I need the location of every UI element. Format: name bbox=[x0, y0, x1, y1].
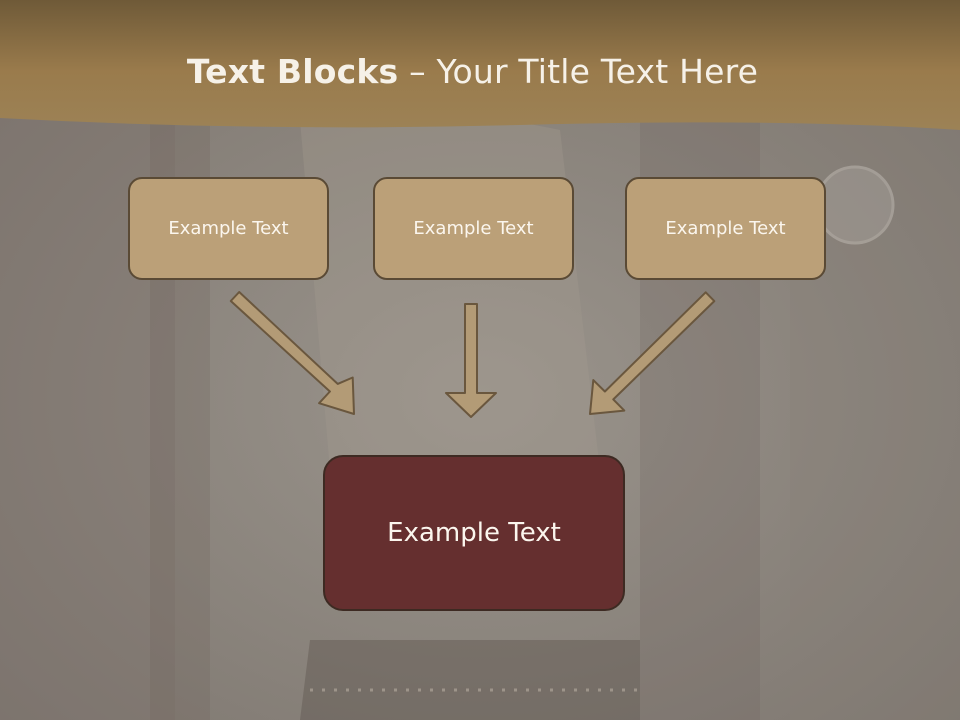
main-box-label: Example Text bbox=[387, 518, 561, 548]
top-box-right-label: Example Text bbox=[665, 218, 786, 239]
title-bold-part: Text Blocks bbox=[186, 52, 399, 91]
title-dash: – bbox=[398, 52, 437, 91]
arrow-left-diagonal bbox=[229, 291, 355, 415]
top-box-left-label: Example Text bbox=[168, 218, 289, 239]
slide-title: Text Blocks – Your Title Text Here bbox=[0, 52, 945, 91]
top-box-right: Example Text bbox=[625, 177, 826, 280]
arrow-right-diagonal bbox=[589, 291, 716, 415]
title-rest-part: Your Title Text Here bbox=[436, 52, 759, 91]
top-box-center-label: Example Text bbox=[413, 218, 534, 239]
main-box: Example Text bbox=[323, 455, 625, 611]
top-box-center: Example Text bbox=[373, 177, 574, 280]
arrow-center-down bbox=[445, 303, 497, 418]
top-box-left: Example Text bbox=[128, 177, 329, 280]
